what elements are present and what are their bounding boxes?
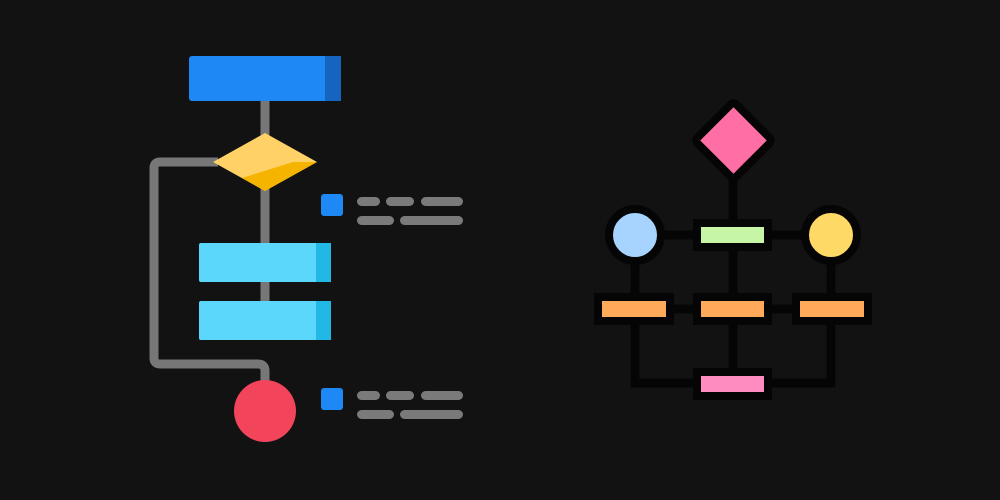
orange-bar-center [693, 293, 772, 325]
decision-shade [242, 162, 317, 191]
rconn-bottom-right [768, 321, 836, 388]
yellow-circle-body [801, 205, 861, 265]
legend-1-line-e [400, 216, 463, 225]
pink-bar-bottom-body [693, 368, 772, 400]
yellow-circle [801, 205, 861, 265]
green-bar [693, 219, 772, 251]
legend-1-line-a [357, 197, 380, 206]
legend-1-line-b [386, 197, 414, 206]
legend-2-line-e [400, 410, 463, 419]
right-connectors [630, 172, 836, 388]
orange-bar-right [792, 293, 872, 325]
pink-bar-bottom [693, 368, 772, 400]
start-block-body [189, 56, 341, 101]
decision-diamond [213, 133, 317, 191]
start-block-shade [325, 56, 341, 101]
process-block-1 [199, 243, 331, 282]
orange-bar-left [594, 293, 674, 325]
blue-circle-body [605, 205, 665, 265]
legend-1-square-icon [321, 194, 343, 216]
pink-diamond-body [692, 99, 775, 182]
legend-2-line-c [421, 391, 463, 400]
legend-item-2 [321, 388, 463, 419]
process-block-1-body [199, 243, 331, 282]
process-block-2 [199, 301, 331, 340]
green-bar-body [693, 219, 772, 251]
pink-diamond [692, 99, 775, 182]
legend-item-1 [321, 194, 463, 225]
legend-2-square-icon [321, 388, 343, 410]
orange-bar-right-body [792, 293, 872, 325]
legend-1-line-c [421, 197, 463, 206]
legend-2-line-d [357, 410, 394, 419]
start-block [189, 56, 341, 101]
rconn-bottom-left [630, 321, 697, 388]
legend-2-lines [357, 391, 463, 419]
legend-1-lines [357, 197, 463, 225]
end-circle [234, 380, 296, 442]
process-block-2-body [199, 301, 331, 340]
legend-1-line-d [357, 216, 394, 225]
orange-bar-center-body [693, 293, 772, 325]
orange-bar-left-body [594, 293, 674, 325]
legend-2-line-b [386, 391, 414, 400]
blue-circle [605, 205, 665, 265]
connector-loop-back [149, 157, 270, 385]
pink-diamond-shade [733, 142, 765, 173]
process-block-2-shade [316, 301, 331, 340]
process-block-1-shade [316, 243, 331, 282]
legend-2-line-a [357, 391, 380, 400]
end-circle-body [234, 380, 296, 442]
